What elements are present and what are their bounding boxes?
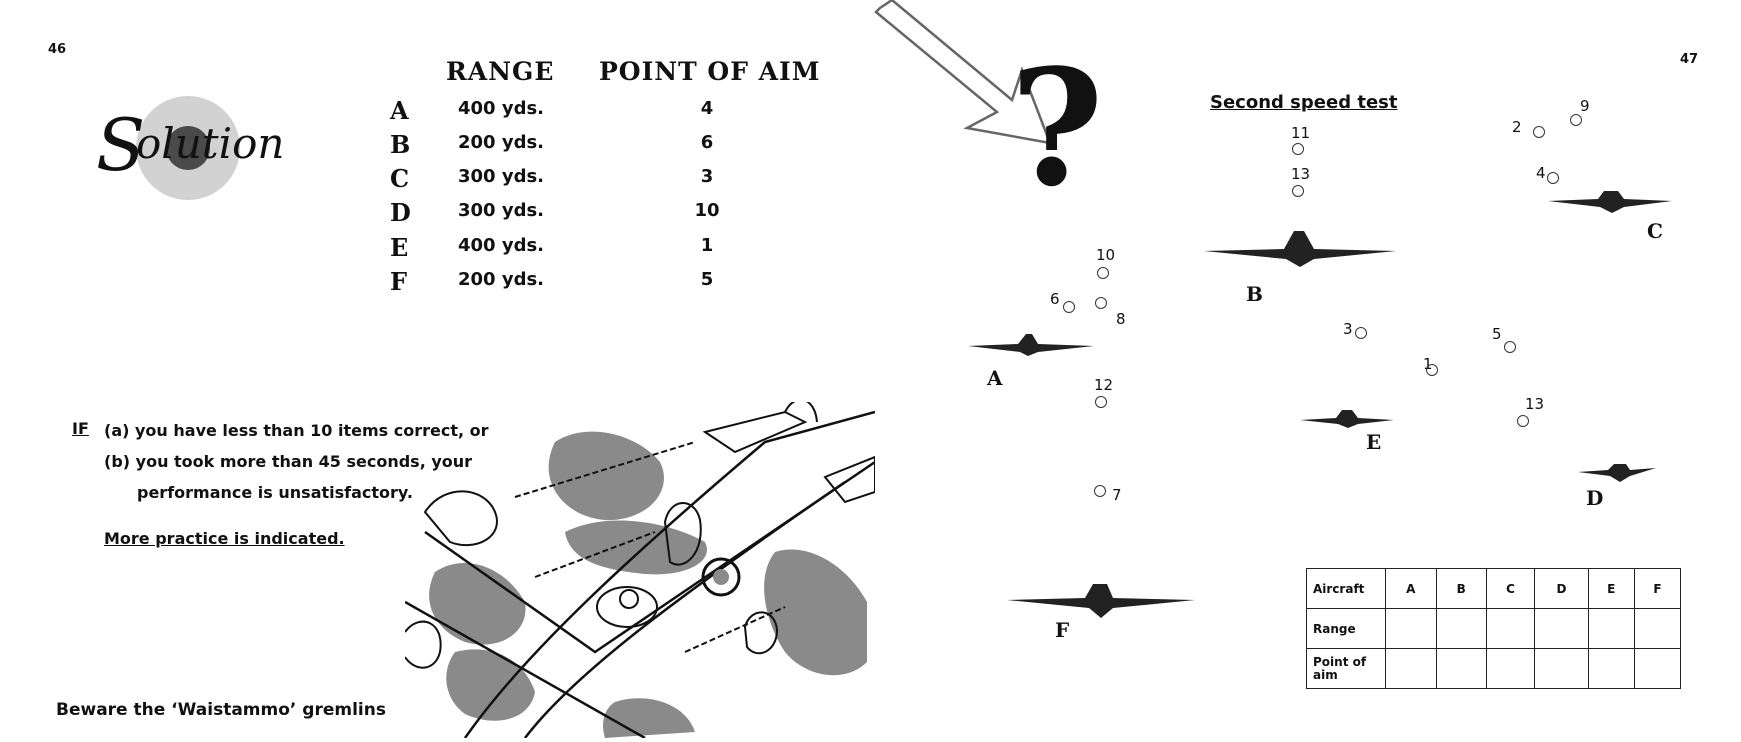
svg-text:S: S (96, 103, 145, 187)
target-ring (1095, 297, 1107, 309)
answer-table: Aircraft A B C D E F Range Point of aim (1306, 568, 1682, 689)
note-if: IF (72, 419, 89, 438)
target-ring (1094, 485, 1106, 497)
target-ring (1547, 172, 1559, 184)
row-range: 400 yds. (458, 98, 545, 119)
table-column-header: E (1587, 568, 1635, 609)
row-range: 400 yds. (458, 235, 545, 256)
aircraft-b-icon (1204, 229, 1396, 275)
header-range: RANGE (446, 57, 555, 86)
aircraft-e-icon (1300, 406, 1394, 434)
test-title: Second speed test (1210, 92, 1398, 113)
answer-cell[interactable] (1587, 608, 1635, 649)
point-label: 13 (1291, 165, 1311, 183)
row-aim: 5 (700, 269, 714, 290)
point-label: 11 (1291, 124, 1311, 142)
table-column-header: D (1534, 568, 1589, 609)
note-line-c: performance is unsatisfactory. (137, 483, 413, 502)
aircraft-letter: A (987, 366, 1003, 390)
row-range: 300 yds. (458, 200, 545, 221)
answer-cell[interactable] (1633, 648, 1682, 689)
solution-logo: S olution (88, 78, 288, 208)
header-point-of-aim: POINT OF AIM (599, 57, 821, 86)
row-letter: D (390, 198, 411, 227)
table-column-header: C (1485, 568, 1536, 609)
target-ring (1426, 364, 1438, 376)
target-ring (1095, 396, 1107, 408)
answer-cell[interactable] (1385, 608, 1437, 649)
row-aim: 10 (694, 200, 720, 221)
row-aim: 6 (700, 132, 714, 153)
answer-cell[interactable] (1435, 608, 1487, 649)
point-label: 7 (1112, 486, 1122, 504)
question-mark: ? (1010, 34, 1104, 222)
answer-cell[interactable] (1485, 608, 1536, 649)
arrow-icon (872, 0, 1052, 150)
point-label: 10 (1096, 246, 1116, 264)
point-label: 6 (1050, 290, 1060, 308)
row-letter: C (390, 164, 410, 193)
answer-cell[interactable] (1435, 648, 1487, 689)
row-letter: E (390, 233, 409, 262)
target-ring (1570, 114, 1582, 126)
row-range: 300 yds. (458, 166, 545, 187)
row-aim: 4 (700, 98, 714, 119)
answer-cell[interactable] (1485, 648, 1536, 689)
target-ring (1355, 327, 1367, 339)
table-row-label: Range (1306, 608, 1386, 649)
table-corner: Aircraft (1306, 568, 1386, 609)
page-number-left: 46 (48, 42, 67, 57)
note-line-b: (b) you took more than 45 seconds, your (104, 452, 473, 471)
point-label: 2 (1512, 118, 1522, 136)
answer-cell[interactable] (1385, 648, 1437, 689)
table-column-header: B (1435, 568, 1487, 609)
answer-cell[interactable] (1633, 608, 1682, 649)
row-letter: A (390, 96, 409, 125)
target-ring (1097, 267, 1109, 279)
table-column-header: A (1385, 568, 1437, 609)
target-ring (1533, 126, 1545, 138)
answer-cell[interactable] (1534, 608, 1589, 649)
note-line-a: (a) you have less than 10 items correct,… (104, 421, 489, 440)
row-range: 200 yds. (458, 132, 545, 153)
target-ring (1292, 185, 1304, 197)
row-aim: 1 (700, 235, 714, 256)
target-ring (1063, 301, 1075, 313)
gremlins-illustration (404, 398, 876, 740)
table-column-header: F (1633, 568, 1682, 609)
target-ring (1292, 143, 1304, 155)
target-ring (1517, 415, 1529, 427)
row-range: 200 yds. (458, 269, 545, 290)
point-label: 9 (1580, 97, 1590, 115)
point-label: 12 (1094, 376, 1114, 394)
point-label: 4 (1536, 164, 1546, 182)
table-row-label: Point of aim (1306, 648, 1386, 689)
row-letter: F (390, 267, 408, 296)
row-letter: B (390, 130, 411, 159)
point-label: 5 (1492, 325, 1502, 343)
target-ring (1504, 341, 1516, 353)
aircraft-letter: E (1366, 430, 1382, 454)
aircraft-c-icon (1548, 189, 1672, 219)
aircraft-letter: D (1586, 486, 1604, 510)
answer-cell[interactable] (1534, 648, 1589, 689)
aircraft-f-icon (1007, 582, 1195, 624)
aircraft-letter: C (1647, 219, 1663, 243)
row-aim: 3 (700, 166, 714, 187)
aircraft-letter: F (1055, 618, 1070, 642)
point-label: 3 (1343, 320, 1353, 338)
caption: Beware the ‘Waistammo’ gremlins (56, 700, 386, 720)
point-label: 8 (1116, 310, 1126, 328)
note-practice: More practice is indicated. (104, 529, 345, 548)
svg-text:olution: olution (136, 119, 284, 168)
aircraft-a-icon (968, 330, 1094, 364)
answer-cell[interactable] (1587, 648, 1635, 689)
aircraft-d-icon (1578, 462, 1656, 488)
page-number-right: 47 (1680, 52, 1699, 67)
aircraft-letter: B (1246, 282, 1263, 306)
point-label: 13 (1525, 395, 1545, 413)
